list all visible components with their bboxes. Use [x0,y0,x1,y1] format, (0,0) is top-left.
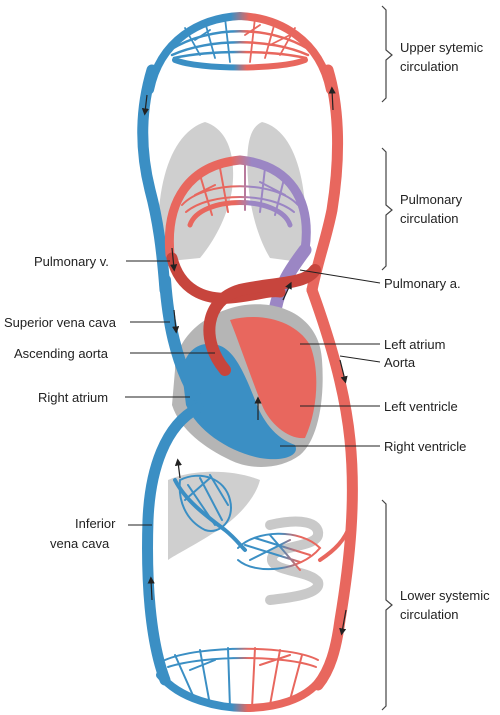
lower-bed-outer [156,671,324,713]
bracket-pulmonary [381,147,393,271]
pulmonary-bed-outer [164,155,311,260]
label-inferior-vena-cava-line1: Inferior [75,516,116,531]
flow-arrows [141,86,348,636]
label-upper-circulation-line2: circulation [400,59,459,74]
label-left-ventricle: Left ventricle [384,399,458,414]
flow-arrow-upper-vein [141,94,149,116]
lower-bed-mesh [164,647,319,709]
descending-aorta-vessel [306,284,358,691]
liver-mesh [178,474,232,532]
upper-bed-mesh [184,17,296,63]
right-heart-chambers [182,343,296,460]
gut-capillary-bed [173,474,352,571]
upper-bed-outer-bottom [172,57,308,71]
leader-aorta [339,355,381,363]
label-ascending-aorta: Ascending aorta [14,346,109,361]
intestinal-mesh [237,532,322,571]
label-right-ventricle: Right ventricle [384,439,466,454]
labels: Upper sytemic circulation Pulmonary circ… [4,40,490,622]
upper-bed-outer-top [146,11,334,94]
label-pulmonary-artery: Pulmonary a. [384,276,461,291]
flow-arrow-pulmonary-vein [170,247,178,272]
upper-vein-left [137,64,171,296]
brackets [381,5,393,711]
upper-bed-vessel-1 [168,30,312,52]
flow-arrow-gut [174,458,183,479]
upper-bed-vessel-2 [170,41,310,57]
flow-arrow-aorta [339,359,348,384]
flow-arrow-lower-aorta [339,609,347,636]
left-lung-shape [155,122,234,262]
flow-arrow-svc [172,309,180,334]
label-upper-circulation-line1: Upper sytemic [400,40,484,55]
bracket-upper [381,5,393,103]
inferior-vena-cava-vessel [142,402,204,686]
heart [159,264,323,467]
leader-pulmonary-artery [299,269,381,284]
label-left-atrium: Left atrium [384,337,445,352]
bracket-lower [381,499,393,711]
label-lower-circulation-line1: Lower systemic [400,588,490,603]
label-aorta: Aorta [384,355,416,370]
label-pulmonary-circulation-line2: circulation [400,211,459,226]
pulmonary-bed-inner [187,200,293,228]
upper-artery-right [306,64,344,296]
ascending-aorta-arch [203,264,321,376]
gut-artery-branch [318,523,352,562]
liver-shape [168,471,260,560]
intestine-shape [265,516,324,605]
upper-capillary-bed [146,11,334,94]
label-pulmonary-circulation-line1: Pulmonary [400,192,463,207]
flow-arrow-pulmonary-artery [282,281,292,301]
flow-arrow-ivc [147,576,155,601]
upper-bed-vessel-3 [172,50,308,60]
label-pulmonary-vein: Pulmonary v. [34,254,109,269]
flow-arrow-upper-artery [328,86,336,111]
lower-capillary-bed [156,647,324,713]
pulmonary-bed-mesh [181,164,299,216]
left-heart-chambers [230,317,317,439]
superior-vena-cava-vessel [159,274,201,401]
label-inferior-vena-cava-line2: vena cava [50,536,110,551]
pulmonary-capillary-bed [164,155,311,260]
leader-lines [125,260,381,526]
label-right-atrium: Right atrium [38,390,108,405]
label-superior-vena-cava: Superior vena cava [4,315,117,330]
label-lower-circulation-line2: circulation [400,607,459,622]
